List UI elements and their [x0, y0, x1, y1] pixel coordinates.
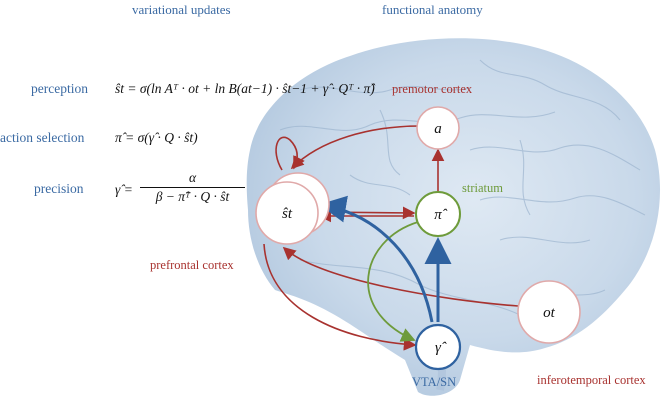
precision-fraction: α β − π̂ᵀ · Q · ŝt [140, 170, 245, 205]
arrow-s-to-pi [317, 206, 416, 220]
node-o-label: ot [543, 305, 556, 321]
arrow-pi-to-gamma [367, 221, 419, 342]
arrow-a-to-s [290, 125, 421, 170]
label-inferotemporal-cortex: inferotemporal cortex [537, 373, 646, 387]
arrow-gamma-to-s [319, 195, 434, 323]
precision-equation-lhs: γ̂ = [115, 182, 133, 197]
arrow-o-to-s [282, 246, 519, 307]
label-perception: perception [31, 81, 88, 96]
node-a-circle [416, 106, 460, 150]
label-premotor-cortex: premotor cortex [392, 82, 473, 96]
precision-numerator: α [140, 170, 245, 188]
heading-variational-updates: variational updates [132, 2, 231, 17]
label-vta-sn: VTA/SN [412, 375, 457, 389]
perception-equation: ŝt = σ(ln Aᵀ · ot + ln B(at−1) · ŝt−1 + … [115, 81, 375, 96]
heading-functional-anatomy: functional anatomy [382, 2, 483, 17]
arrow-s-to-gamma [263, 243, 417, 351]
node-a-label: a [434, 121, 442, 137]
node-gamma-circle [414, 323, 462, 371]
label-precision: precision [34, 181, 84, 196]
precision-denominator: β − π̂ᵀ · Q · ŝt [155, 189, 230, 204]
label-action-selection: action selection [0, 130, 85, 145]
arrow-s-self-loop [275, 136, 305, 171]
node-s-label: ŝt [282, 206, 293, 222]
label-prefrontal-cortex: prefrontal cortex [150, 258, 234, 272]
node-s-circle [255, 181, 319, 245]
label-striatum: striatum [462, 181, 503, 195]
action-selection-equation: π̂ = σ(γ̂ · Q · ŝt) [115, 130, 198, 145]
node-o-circle [517, 280, 581, 344]
node-pi-circle [415, 191, 461, 237]
